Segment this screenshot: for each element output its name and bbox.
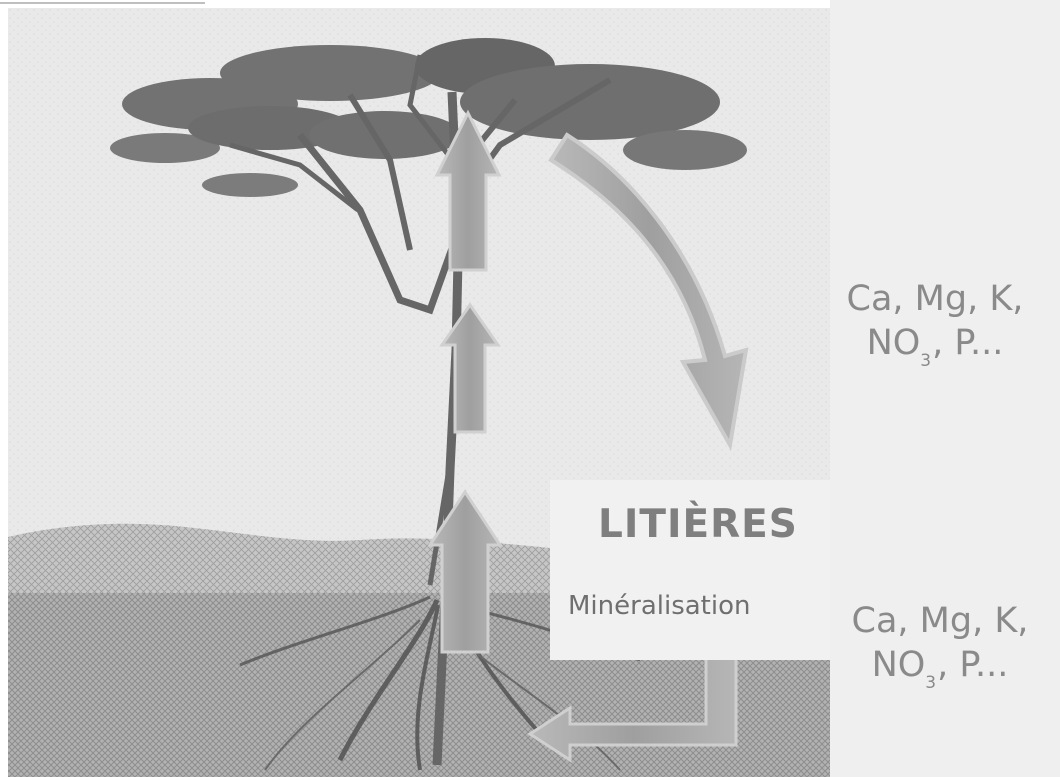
nutrients-lower-line2: NO3, P... xyxy=(820,644,1060,688)
nutrients-upper-line2-prefix: NO xyxy=(867,323,921,363)
mineralisation-label: Minéralisation xyxy=(568,593,750,619)
nutrients-upper-line2: NO3, P... xyxy=(810,322,1060,366)
nutrients-upper-label: Ca, Mg, K, NO3, P... xyxy=(810,278,1060,366)
nutrients-lower-line2-subscript: 3 xyxy=(925,673,936,693)
nutrients-lower-line1: Ca, Mg, K, xyxy=(820,600,1060,644)
top-strip-line xyxy=(0,2,205,4)
nutrients-lower-label: Ca, Mg, K, NO3, P... xyxy=(820,600,1060,688)
nutrients-lower-line2-prefix: NO xyxy=(872,645,926,685)
litter-label: LITIÈRES xyxy=(598,505,798,544)
nutrients-upper-line2-subscript: 3 xyxy=(920,351,931,371)
nutrients-lower-line2-suffix: , P... xyxy=(937,645,1008,685)
nutrients-upper-line2-suffix: , P... xyxy=(932,323,1003,363)
nutrients-upper-line1: Ca, Mg, K, xyxy=(810,278,1060,322)
